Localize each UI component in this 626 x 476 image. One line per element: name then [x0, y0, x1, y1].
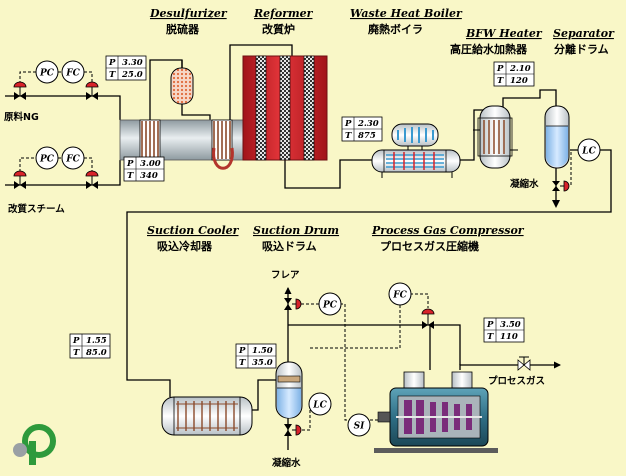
compressor-title-jp: プロセスガス圧縮機 [380, 239, 479, 253]
condition-box-desulfurizer-inlet: P 3.30 T 25.0 [105, 55, 147, 81]
condition-box-desulfurizer-outlet: P 3.00 T 340 [123, 156, 165, 182]
p-label: P [496, 64, 504, 74]
condition-box-boiler-inlet: P 2.30 T 875 [341, 116, 383, 142]
pressure-value: 2.30 [357, 119, 379, 129]
control-valve-ng-flow[interactable] [85, 81, 99, 100]
suction-cooler [161, 396, 253, 436]
suction-cooler-title-en: Suction Cooler [147, 224, 240, 237]
bfw-heater-title-jp: 高圧給水加熱器 [450, 42, 528, 56]
fc-steam-label: FC [65, 155, 80, 165]
control-valve-ng-pressure[interactable] [13, 81, 27, 100]
si-compressor-instrument[interactable]: SI [347, 413, 371, 437]
reformer-furnace [242, 55, 328, 161]
temperature-value: 875 [358, 131, 376, 141]
t-label: T [345, 131, 352, 141]
suction-drum-title-jp: 吸込ドラム [262, 239, 317, 253]
process-gas-compressor [374, 371, 498, 453]
control-valve-flare[interactable] [284, 298, 302, 310]
outlet-block-valve[interactable] [517, 356, 531, 371]
boiler-title-en: Waste Heat Boiler [350, 7, 463, 20]
compressor-title-en: Process Gas Compressor [371, 224, 525, 237]
pc-flare-label: PC [322, 301, 338, 311]
pc-ng-label: PC [39, 69, 55, 79]
condition-box-bfw-heater-inlet: P 2.10 T 120 [493, 61, 535, 87]
flare-label: フレア [271, 270, 300, 281]
p-label: P [126, 159, 134, 169]
temperature-value: 85.0 [86, 348, 107, 358]
pressure-value: 1.50 [252, 346, 273, 356]
pressure-value: 3.30 [122, 58, 143, 68]
fc-ng-instrument[interactable]: FC [61, 60, 85, 84]
lc-separator-label: LC [581, 147, 596, 157]
pressure-value: 2.10 [509, 64, 531, 74]
desulfurizer-title-jp: 脱硫器 [166, 22, 200, 36]
p-label: P [344, 119, 352, 129]
process-gas-label: プロセスガス [488, 375, 545, 387]
condition-box-cooler-inlet: P 1.55 T 85.0 [69, 333, 111, 359]
separator-drum [544, 100, 570, 169]
drum-condensate-label: 凝縮水 [272, 457, 301, 469]
control-valve-steam-flow[interactable] [85, 170, 99, 189]
suction-drum [275, 361, 303, 419]
t-label: T [109, 70, 116, 80]
si-compressor-label: SI [354, 422, 365, 432]
control-valve-recycle-flow[interactable] [421, 308, 435, 329]
pc-steam-instrument[interactable]: PC [35, 146, 59, 170]
temperature-value: 110 [500, 332, 518, 342]
pressure-value: 3.50 [500, 320, 521, 330]
lc-separator-instrument[interactable]: LC [577, 138, 601, 162]
p-label: P [108, 58, 116, 68]
temperature-value: 35.0 [252, 358, 273, 368]
feed-ng-label: 原料NG [4, 111, 39, 123]
reformer-title-jp: 改質炉 [262, 22, 295, 36]
suction-drum-title-en: Suction Drum [253, 224, 339, 237]
control-valve-steam-pressure[interactable] [13, 170, 27, 189]
reforming-steam-label: 改質スチーム [8, 203, 65, 215]
desulfurizer-vessel [170, 60, 194, 105]
p-label: P [238, 346, 246, 356]
pressure-value: 1.55 [86, 336, 107, 346]
bfw-heater-title-en: BFW Heater [465, 27, 543, 40]
reformer-coil [211, 119, 234, 170]
separator-drain-arrow [552, 200, 560, 208]
temperature-value: 25.0 [121, 70, 143, 80]
t-label: T [487, 332, 494, 342]
temperature-value: 120 [510, 76, 528, 86]
temperature-value: 340 [140, 171, 158, 181]
lc-drum-instrument[interactable]: LC [308, 392, 332, 416]
fc-recycle-instrument[interactable]: FC [388, 282, 412, 306]
reformer-title-en: Reformer [253, 7, 314, 20]
fc-recycle-label: FC [392, 291, 407, 301]
suction-cooler-title-jp: 吸込冷却器 [157, 239, 213, 253]
company-logo [13, 424, 56, 465]
bfw-heater [473, 105, 518, 169]
separator-condensate-label: 凝縮水 [510, 178, 539, 190]
fc-ng-label: FC [65, 69, 80, 79]
pc-ng-instrument[interactable]: PC [35, 60, 59, 84]
pc-steam-label: PC [39, 155, 55, 165]
lc-drum-label: LC [312, 401, 327, 411]
boiler-title-jp: 廃熱ボイラ [368, 22, 423, 36]
desulfurizer-preheater [139, 119, 161, 161]
t-label: T [239, 358, 246, 368]
condition-box-compressor-outlet: P 3.50 T 110 [483, 317, 525, 343]
separator-title-en: Separator [553, 27, 615, 40]
separator-title-jp: 分離ドラム [554, 42, 609, 56]
pc-flare-instrument[interactable]: PC [318, 292, 342, 316]
control-valve-drum-level[interactable] [284, 424, 302, 436]
t-label: T [497, 76, 504, 86]
waste-heat-boiler [371, 123, 461, 178]
condition-box-drum-inlet: P 1.50 T 35.0 [235, 343, 277, 369]
t-label: T [73, 348, 80, 358]
desulfurizer-title-en: Desulfurizer [149, 7, 228, 20]
pressure-value: 3.00 [140, 159, 161, 169]
t-label: T [127, 171, 134, 181]
control-valve-separator-level[interactable] [552, 180, 570, 192]
p-label: P [486, 320, 494, 330]
p-label: P [72, 336, 80, 346]
fc-steam-instrument[interactable]: FC [61, 146, 85, 170]
